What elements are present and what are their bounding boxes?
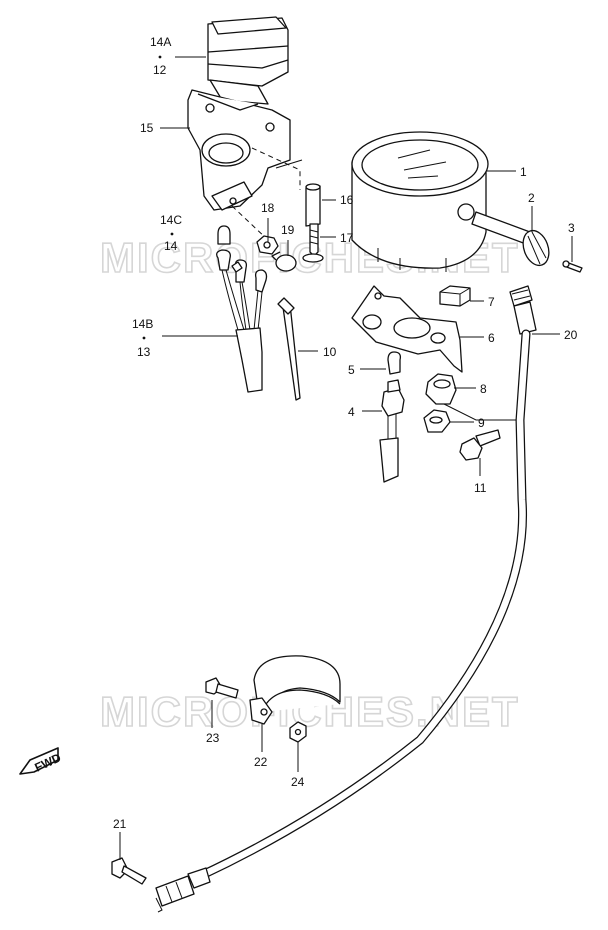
part-9-collar-nut xyxy=(423,409,451,433)
part-19-screw xyxy=(271,251,297,272)
part-3-bolt xyxy=(562,260,583,273)
callout-10: 10 xyxy=(323,345,337,359)
part-22-clamp xyxy=(249,655,341,725)
part-23-bolt xyxy=(205,677,239,699)
part-24-nut xyxy=(289,721,307,743)
callout-8: 8 xyxy=(480,382,487,396)
callout-24: 24 xyxy=(291,775,305,789)
part-13-wiring-harness xyxy=(216,249,268,393)
part-1-speedometer xyxy=(351,131,489,272)
callout-12: 12 xyxy=(153,63,167,77)
callout-19: 19 xyxy=(281,223,295,237)
callout-20: 20 xyxy=(564,328,578,342)
part-12-switch-cover xyxy=(207,16,289,105)
callout-18: 18 xyxy=(261,201,275,215)
part-6-mounting-bracket xyxy=(351,285,463,373)
callout-dot xyxy=(142,336,146,340)
part-17-screw xyxy=(302,223,324,263)
callout-14C: 14C xyxy=(160,213,182,227)
callout-11: 11 xyxy=(474,481,487,495)
part-14-bulb xyxy=(217,225,231,245)
callout-14B: 14B xyxy=(132,317,153,331)
callout-15: 15 xyxy=(140,121,154,135)
callout-14: 14 xyxy=(164,239,178,253)
fwd-label: FWD xyxy=(32,750,63,774)
part-15-switch-housing xyxy=(187,89,291,211)
callout-4: 4 xyxy=(348,405,355,419)
callout-1: 1 xyxy=(520,165,527,179)
callout-16: 16 xyxy=(340,193,354,207)
part-8-grommet xyxy=(425,373,457,405)
fwd-arrow-icon: FWD xyxy=(19,747,63,775)
part-16-spacer xyxy=(305,183,321,227)
part-20-speedometer-cable xyxy=(155,285,537,913)
callout-14A: 14A xyxy=(150,35,171,49)
part-4-socket-wire xyxy=(379,379,405,483)
callout-13: 13 xyxy=(137,345,151,359)
callout-22: 22 xyxy=(254,755,268,769)
part-21-bolt xyxy=(111,857,147,885)
callout-dot xyxy=(170,232,174,236)
callout-6: 6 xyxy=(488,331,495,345)
callout-2: 2 xyxy=(528,191,535,205)
part-7-rubber-pad xyxy=(439,285,471,307)
part-11-bolt xyxy=(459,429,501,461)
callout-21: 21 xyxy=(113,817,127,831)
callout-23: 23 xyxy=(206,731,220,745)
callout-9: 9 xyxy=(478,416,485,430)
callouts: 14A 12 15 14C 14 14B 13 18 19 16 17 10 1… xyxy=(113,35,578,831)
part-2-trip-knob xyxy=(471,211,550,267)
part-10-cable-tie xyxy=(277,297,301,401)
callout-5: 5 xyxy=(348,363,355,377)
callout-3: 3 xyxy=(568,221,575,235)
part-5-bulb xyxy=(387,351,402,375)
leader-lines xyxy=(119,56,573,860)
callout-17: 17 xyxy=(340,231,354,245)
part-18-nut xyxy=(256,235,279,255)
callout-7: 7 xyxy=(488,295,495,309)
callout-dot xyxy=(158,55,162,59)
